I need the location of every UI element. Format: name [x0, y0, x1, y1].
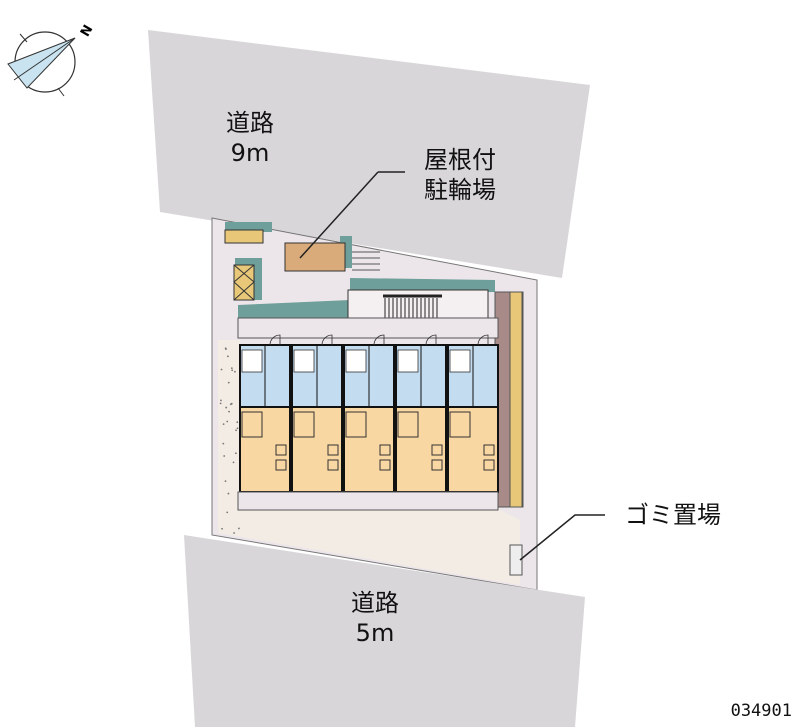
gravel-area: [218, 340, 520, 585]
apartment-unit: [447, 334, 499, 498]
bike-parking-label-line1: 屋根付: [424, 146, 496, 174]
bike-parking-label-line2: 駐輪場: [424, 176, 496, 204]
apartment-unit: [343, 334, 395, 498]
road-bottom-label: 道路 5m: [340, 588, 410, 648]
garbage-label: ゴミ置場: [625, 501, 721, 529]
apartment-unit: [239, 334, 291, 498]
compass-icon: N: [7, 23, 96, 97]
road-top-name: 道路: [226, 109, 274, 137]
storage-box: [224, 229, 264, 244]
bike-parking-label: 屋根付 駐輪場: [405, 145, 515, 205]
garbage-area: [509, 544, 523, 576]
bike-parking: [284, 242, 346, 272]
road-bottom-width: 5m: [355, 619, 395, 647]
compass-north-label: N: [78, 23, 96, 40]
road-bottom: [184, 535, 585, 727]
road-top-label: 道路 9m: [215, 108, 285, 168]
storage-box-2: [233, 264, 255, 301]
road-bottom-name: 道路: [351, 589, 399, 617]
apartment-unit: [395, 334, 447, 498]
property-code: 034901: [730, 701, 792, 721]
balcony: [237, 491, 499, 511]
road-top-width: 9m: [230, 139, 270, 167]
road-top: [148, 30, 590, 278]
steps-top: [352, 251, 380, 271]
apartment-unit: [291, 334, 343, 498]
building: [237, 317, 499, 339]
